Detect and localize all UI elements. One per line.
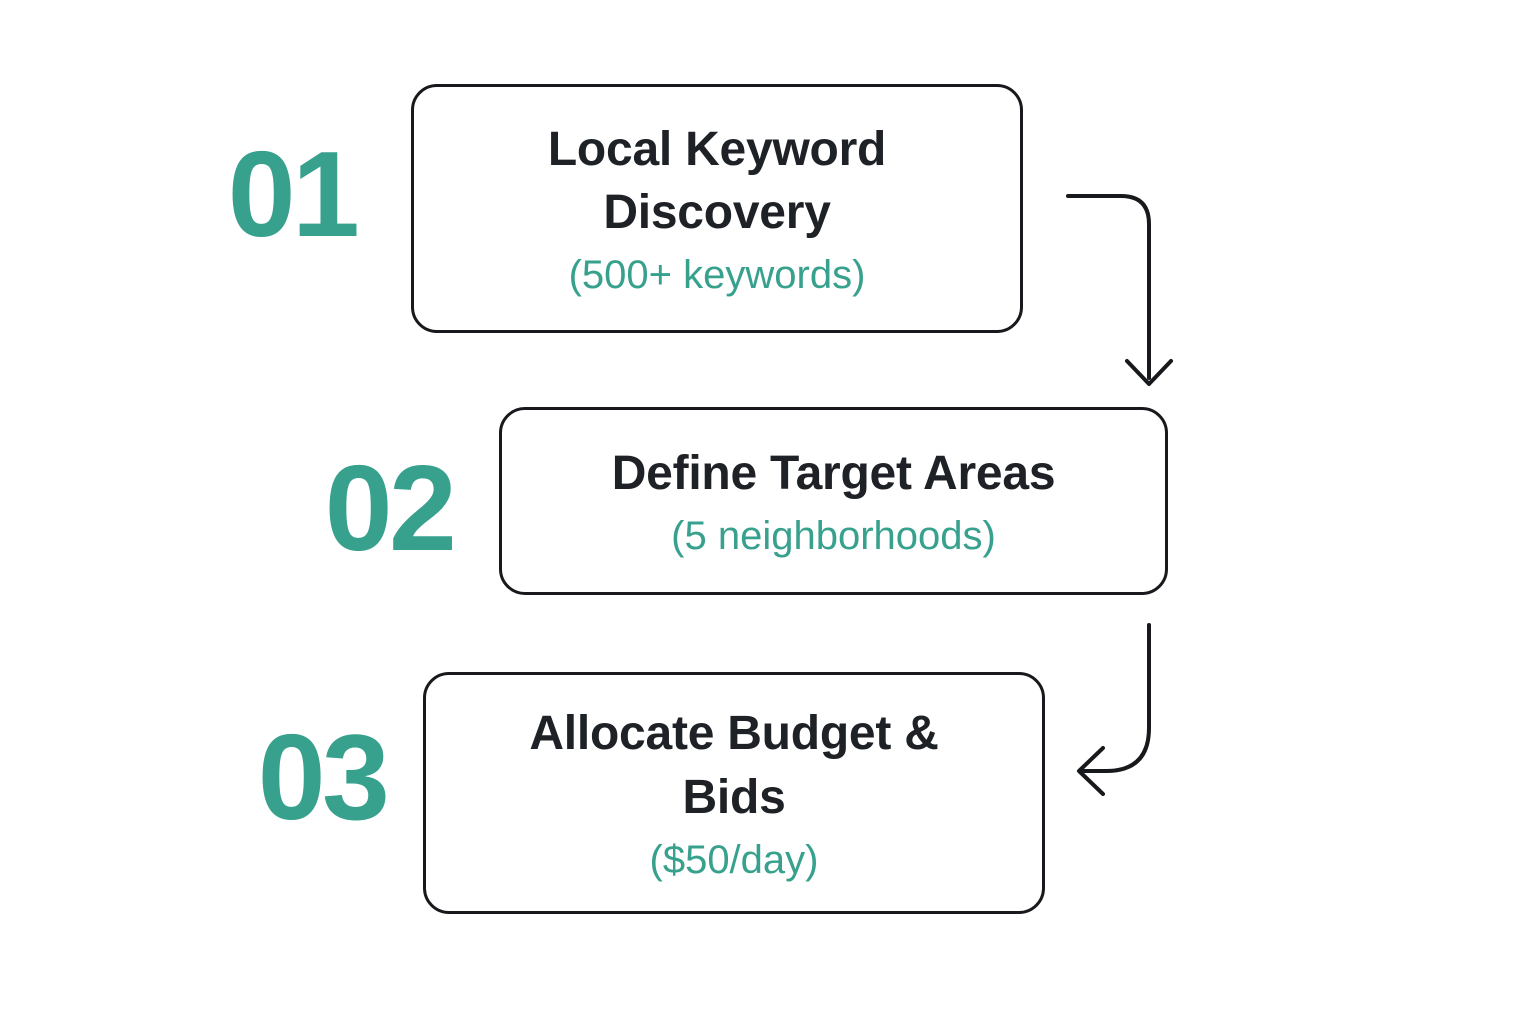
step-3-title: Allocate Budget & Bids [529,707,939,824]
step-2-number: 02 [324,440,457,576]
step-2-subtitle: (5 neighborhoods) [671,514,996,559]
arrow-step1-to-step2-head-icon [1125,359,1173,386]
step-3-number: 03 [257,709,390,845]
step-2-box: Define Target Areas (5 neighborhoods) [499,407,1168,595]
arrow-step2-to-step3-icon [1082,623,1151,773]
step-2-title: Define Target Areas [611,446,1056,500]
step-1-number: 01 [227,126,360,262]
step-1-title: Local Keyword Discovery [547,122,887,239]
arrow-step1-to-step2-icon [1066,194,1151,380]
step-3-box: Allocate Budget & Bids ($50/day) [423,672,1045,914]
step-1-subtitle: (500+ keywords) [568,253,866,298]
step-3-subtitle: ($50/day) [649,837,819,882]
step-1-box: Local Keyword Discovery (500+ keywords) [411,84,1023,333]
arrow-step2-to-step3-head-icon [1077,746,1105,796]
